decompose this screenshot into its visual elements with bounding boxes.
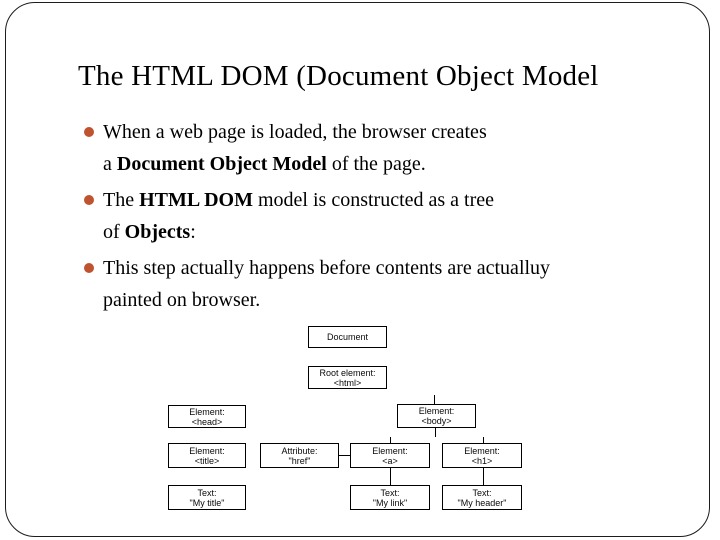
bullet-text: When a web page is loaded, the browser c… — [103, 121, 487, 175]
node-label: "My header" — [457, 497, 507, 508]
bullet-text: This step actually happens before conten… — [103, 257, 551, 311]
node-label: Text: — [472, 487, 492, 498]
node-label: <a> — [382, 455, 398, 466]
slide-title: The HTML DOM (Document Object Model — [78, 60, 599, 92]
node-label: "My link" — [372, 497, 408, 508]
connector-to-element-a — [390, 437, 391, 444]
node-label: Text: — [380, 487, 400, 498]
node-element-body: Element: <body> — [397, 404, 476, 428]
node-label: <html> — [333, 377, 362, 388]
node-label: Element: — [418, 406, 455, 416]
bullet-icon — [84, 263, 94, 273]
node-label: Element: — [464, 445, 500, 456]
node-text-my-link: Text: "My link" — [350, 485, 430, 510]
node-label: Root element: — [319, 367, 376, 378]
bullet-icon — [84, 127, 94, 137]
node-label: Text: — [197, 487, 217, 498]
node-label: "My title" — [189, 497, 225, 508]
node-label: "href" — [288, 455, 311, 466]
node-root-element-html: Root element: <html> — [308, 366, 387, 389]
node-label: Document — [326, 332, 369, 342]
node-text-my-header: Text: "My header" — [442, 485, 522, 510]
bullet-list: When a web page is loaded, the browser c… — [84, 116, 644, 320]
node-label: Element: — [372, 445, 408, 456]
connector-attr-to-a — [339, 455, 350, 456]
node-element-head: Element: <head> — [168, 405, 246, 428]
node-label: Element: — [189, 406, 225, 417]
node-attribute-href: Attribute: "href" — [260, 443, 339, 468]
connector-a-to-text — [390, 468, 391, 486]
bullet-item: The HTML DOM model is constructed as a t… — [84, 184, 644, 248]
node-element-a: Element: <a> — [350, 443, 430, 468]
connector-root-to-body — [434, 395, 435, 404]
bullet-icon — [84, 195, 94, 205]
node-label: <head> — [191, 416, 223, 427]
connector-h1-to-text — [483, 468, 484, 486]
connector-to-element-h1 — [483, 437, 484, 444]
connector-body-down — [435, 428, 436, 437]
node-document: Document — [308, 326, 387, 348]
bullet-item: This step actually happens before conten… — [84, 252, 644, 316]
bullet-item: When a web page is loaded, the browser c… — [84, 116, 644, 180]
node-label: Element: — [189, 445, 225, 456]
node-element-title: Element: <title> — [168, 443, 246, 468]
node-element-h1: Element: <h1> — [442, 443, 522, 468]
node-label: Attribute: — [281, 445, 318, 456]
node-label: <body> — [421, 416, 452, 426]
node-text-my-title: Text: "My title" — [168, 485, 246, 510]
node-label: <title> — [194, 455, 220, 466]
node-label: <h1> — [471, 455, 493, 466]
bullet-text: The HTML DOM model is constructed as a t… — [103, 189, 495, 243]
